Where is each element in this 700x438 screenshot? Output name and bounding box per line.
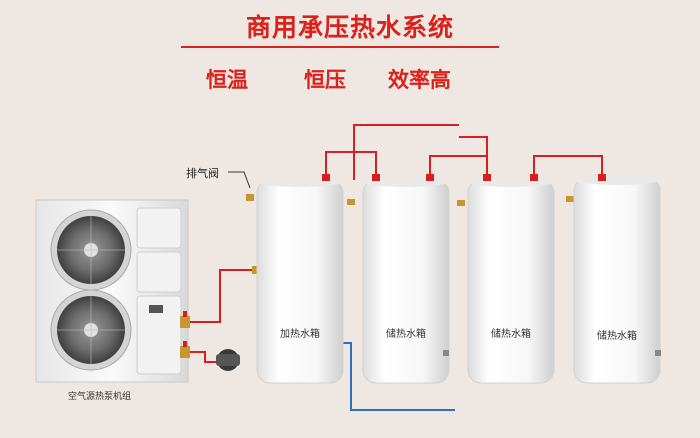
feature-high-efficiency: 效率高 <box>388 68 451 92</box>
tank-heating <box>256 177 344 384</box>
feature-constant-temperature: 恒温 <box>206 68 248 92</box>
tank-label-heating: 加热水箱 <box>280 329 320 340</box>
tank-label-storage-1: 储热水箱 <box>386 329 426 340</box>
diagram-title: 商用承压热水系统 <box>245 13 454 42</box>
tank-label-storage-3: 储热水箱 <box>597 331 637 342</box>
tank-storage-1 <box>362 177 450 384</box>
vent-pointer <box>228 171 251 189</box>
heat-pump-label: 空气源热泵机组 <box>68 392 132 402</box>
tank-storage-2 <box>467 177 555 384</box>
circulation-pump <box>216 349 240 371</box>
title-underline <box>181 46 499 48</box>
vent-valve-label: 排气阀 <box>186 167 219 180</box>
feature-constant-pressure: 恒压 <box>304 68 346 92</box>
valves <box>180 311 190 358</box>
tank-storage-3 <box>573 175 661 384</box>
cold-water-pipe <box>343 342 455 411</box>
tank-label-storage-2: 储热水箱 <box>491 329 531 340</box>
hot-water-pipes <box>180 124 603 363</box>
heat-pump-unit <box>35 199 189 383</box>
